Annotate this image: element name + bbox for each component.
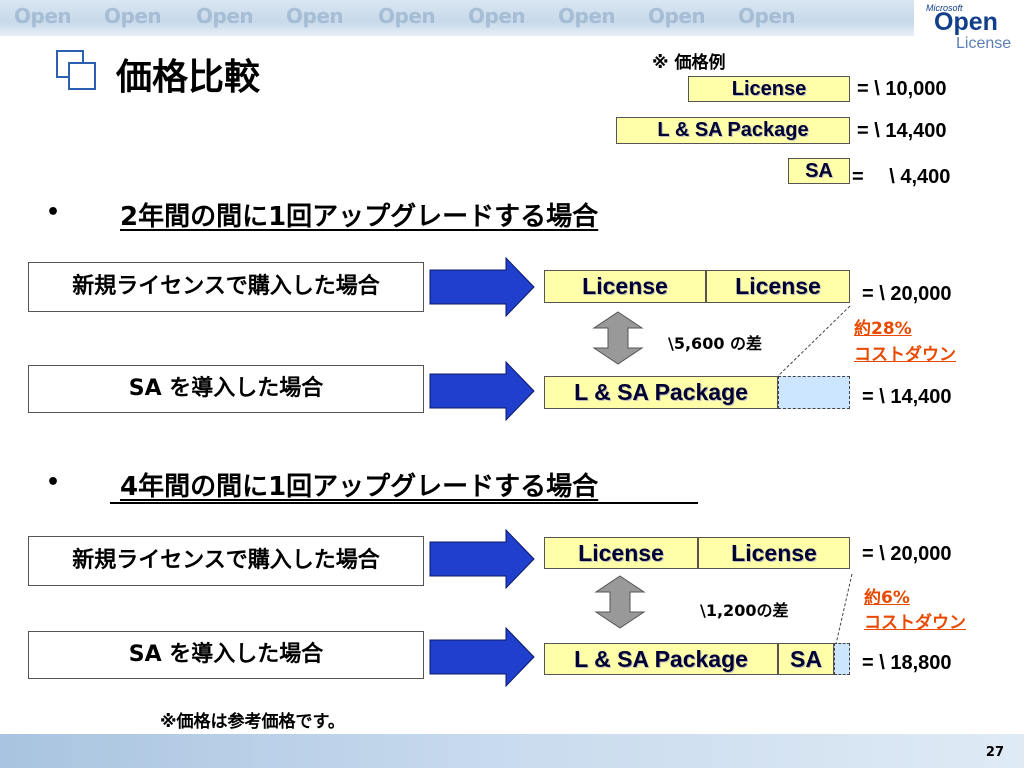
section1-new-purchase-box: 新規ライセンスで購入した場合 — [28, 262, 424, 312]
section1-package-box: L & SA Package — [544, 376, 778, 409]
banner-watermark: Open — [648, 4, 706, 28]
section1-saving-percent: 約28% — [854, 319, 912, 339]
banner-watermark: Open — [378, 4, 436, 28]
section1-top-price: = \ 20,000 — [862, 283, 952, 305]
section2-dashed-connector — [835, 573, 853, 645]
footer-bar — [0, 734, 1024, 768]
right-arrow-icon — [429, 626, 535, 688]
title-squares-icon — [56, 50, 96, 90]
right-arrow-icon — [429, 360, 535, 422]
section1-saving-text: コストダウン — [854, 345, 956, 365]
section2-package-box: L & SA Package — [544, 643, 778, 675]
banner-watermark: Open — [286, 4, 344, 28]
banner-watermark: Open — [468, 4, 526, 28]
microsoft-open-license-logo: Microsoft Open License — [914, 0, 1024, 58]
section2-heading: 4年間の間に1回アップグレードする場合 — [120, 472, 599, 502]
section1-difference: \5,600 の差 — [668, 334, 763, 353]
example-license-price: = \ 10,000 — [857, 78, 947, 100]
section1-license-box-1: License — [544, 270, 706, 303]
section2-license-box-2: License — [698, 537, 850, 569]
page-title: 価格比較 — [116, 57, 261, 98]
logo-microsoft-text: Microsoft — [926, 3, 963, 13]
section1-bottom-price: = \ 14,400 — [862, 386, 952, 408]
page-number: 27 — [985, 745, 1004, 760]
section2-saving-percent: 約6% — [864, 588, 910, 608]
example-package-price: = \ 14,400 — [857, 120, 947, 142]
banner-watermark: Open — [14, 4, 72, 28]
section2-difference: \1,200の差 — [700, 601, 789, 620]
logo-open-text: Open — [934, 8, 998, 36]
section1-license-box-2: License — [706, 270, 850, 303]
updown-arrow-icon — [594, 575, 646, 629]
price-footnote: ※価格は参考価格です。 — [160, 712, 345, 732]
example-package-box: L & SA Package — [616, 117, 850, 144]
logo-license-text: License — [956, 35, 1012, 52]
banner-watermark: Open — [558, 4, 616, 28]
example-sa-box: SA — [788, 158, 850, 184]
example-label: ※ 価格例 — [652, 53, 726, 73]
banner-watermark: Open — [738, 4, 796, 28]
example-license-box: License — [688, 76, 850, 102]
bullet: • — [46, 470, 61, 495]
section2-sa-box: SA を導入した場合 — [28, 631, 424, 679]
section2-heading-underline — [110, 502, 698, 504]
section2-bottom-price: = \ 18,800 — [862, 652, 952, 674]
section2-license-box-1: License — [544, 537, 698, 569]
section1-heading: 2年間の間に1回アップグレードする場合 — [120, 202, 599, 232]
section2-new-purchase-box: 新規ライセンスで購入した場合 — [28, 536, 424, 586]
section2-top-price: = \ 20,000 — [862, 543, 952, 565]
section1-saving-area — [778, 376, 850, 409]
section2-sa-small-box: SA — [778, 643, 834, 675]
updown-arrow-icon — [592, 311, 644, 365]
header-banner: Open Open Open Open Open Open Open Open … — [0, 0, 1024, 36]
bullet: • — [46, 200, 61, 225]
banner-watermark: Open — [196, 4, 254, 28]
banner-watermark: Open — [104, 4, 162, 28]
right-arrow-icon — [429, 256, 535, 318]
section1-sa-box: SA を導入した場合 — [28, 365, 424, 413]
right-arrow-icon — [429, 528, 535, 590]
example-sa-price: = \ 4,400 — [852, 166, 951, 188]
section1-dashed-connector — [777, 305, 851, 377]
section2-saving-area — [834, 643, 850, 675]
section2-saving-text: コストダウン — [864, 613, 966, 633]
